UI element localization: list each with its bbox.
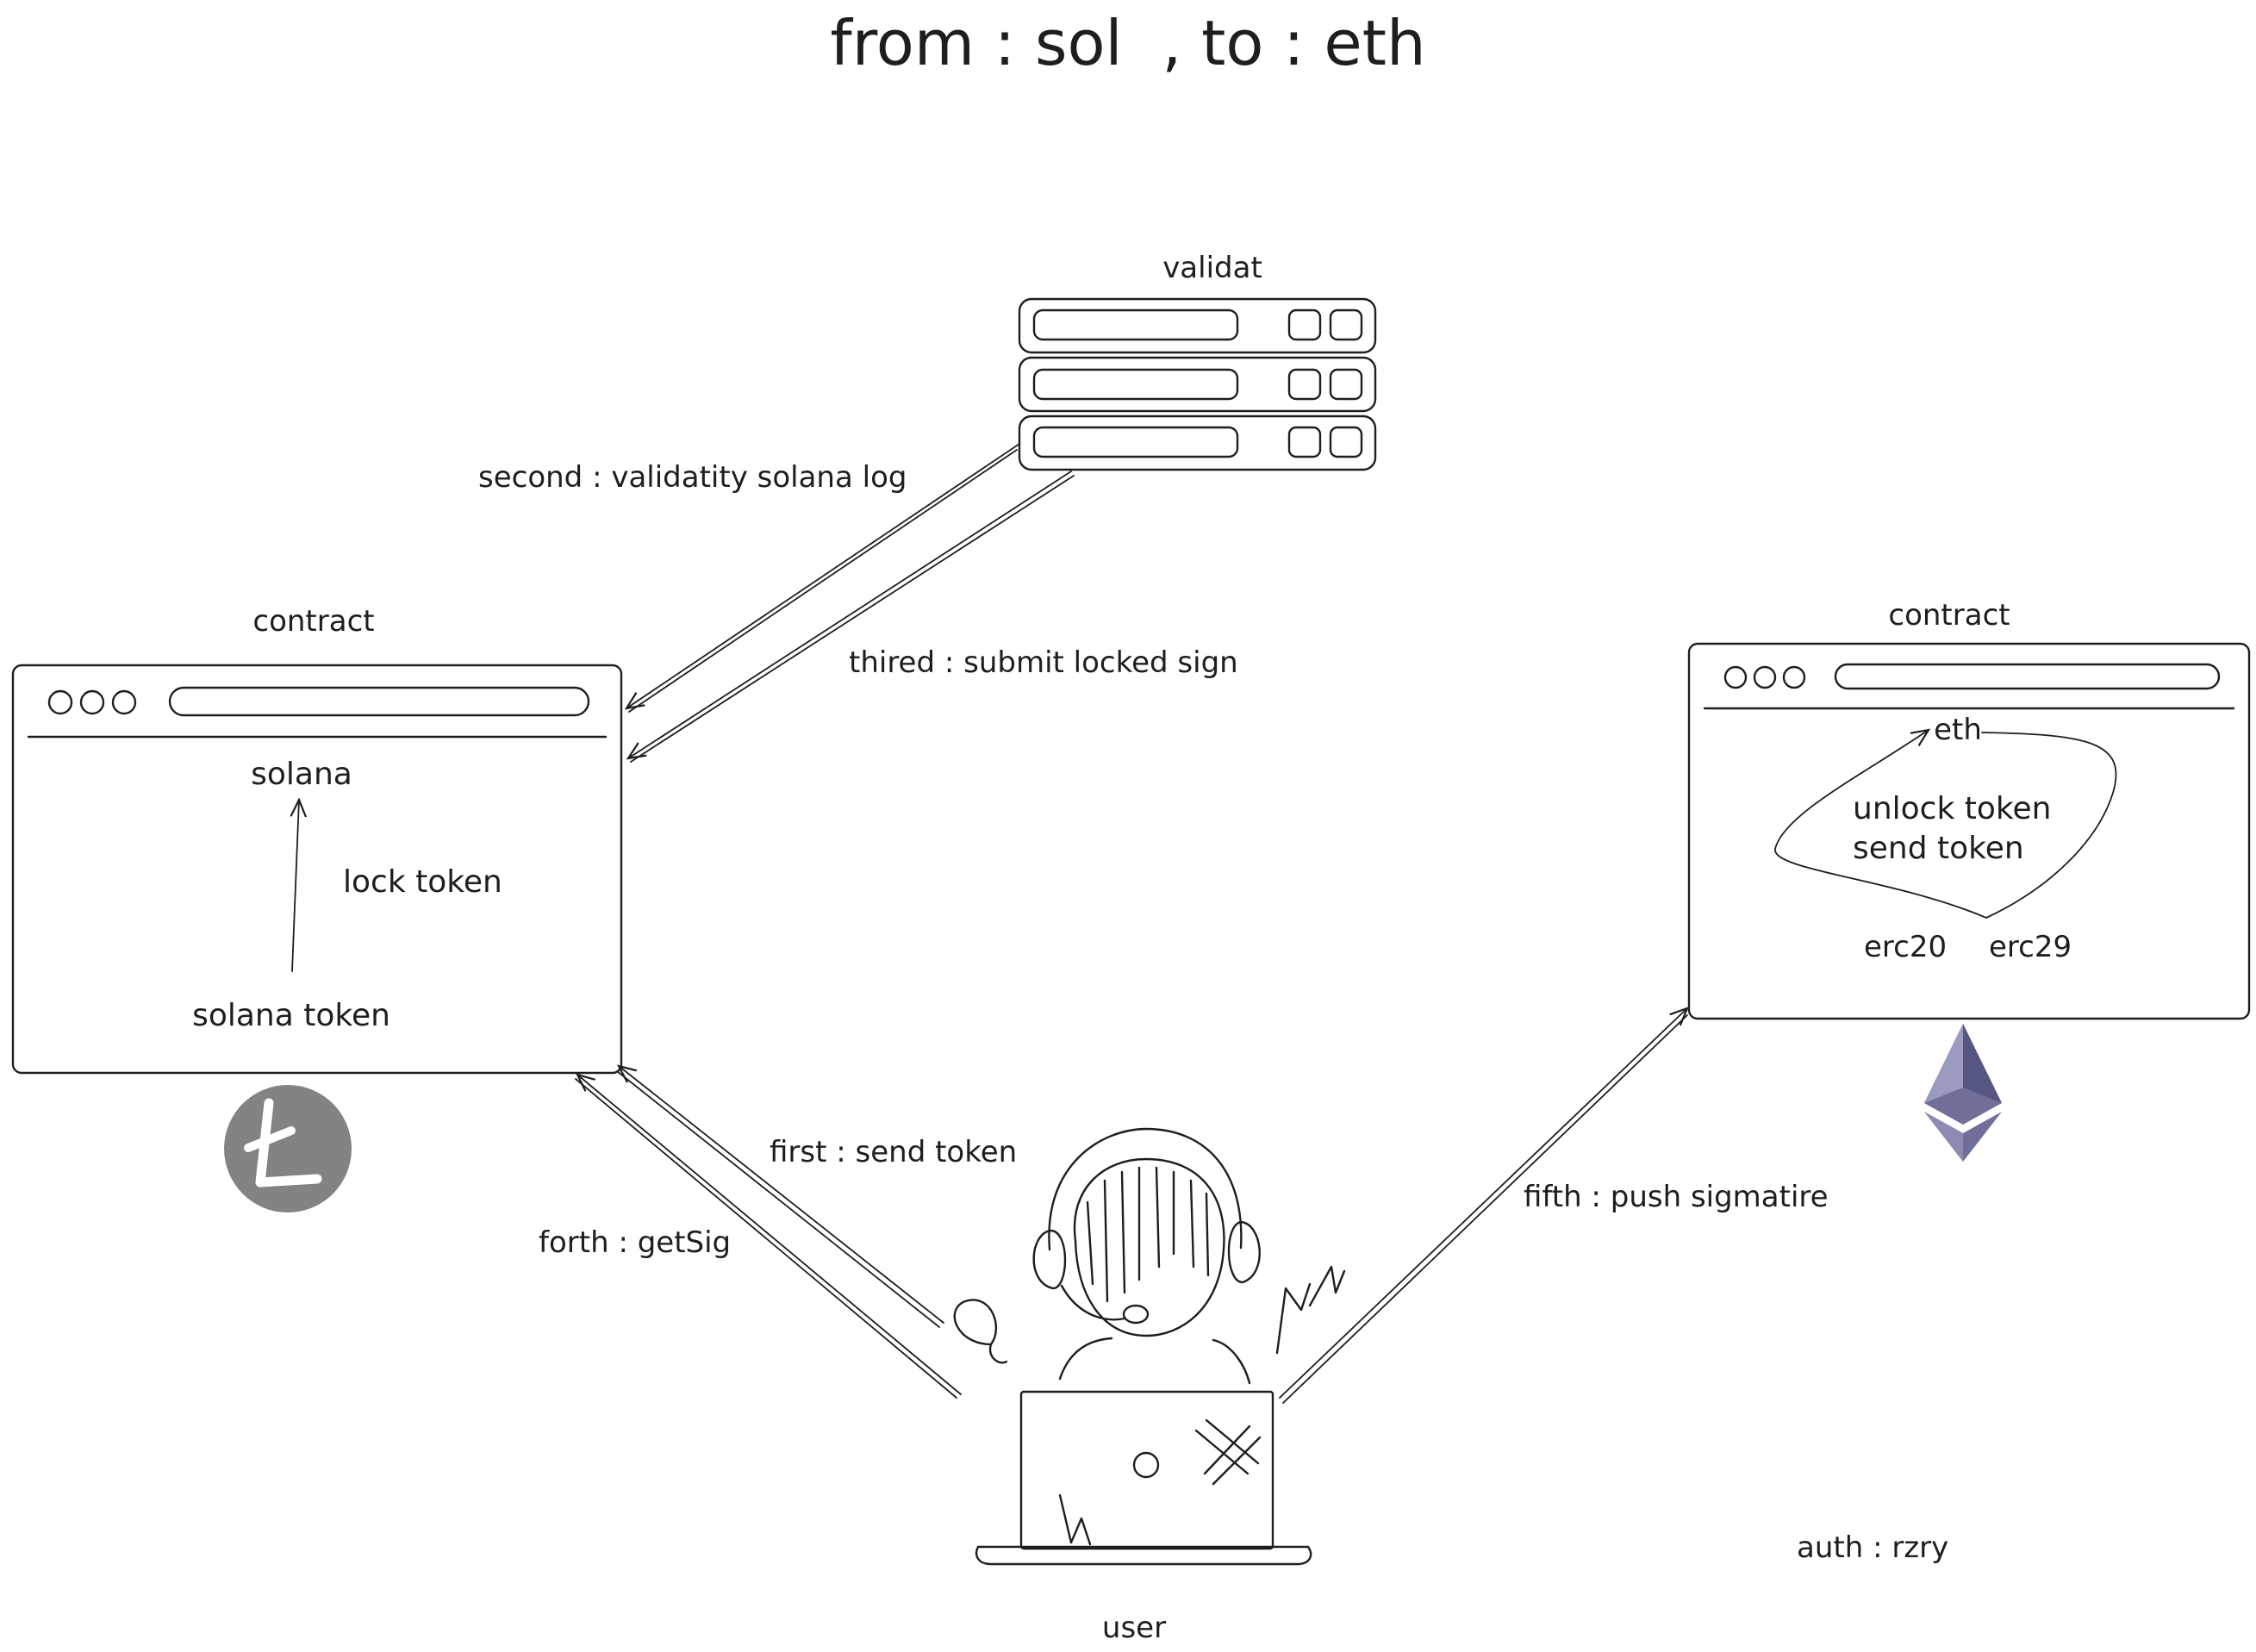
third-step-arrow-shadow	[630, 475, 1075, 763]
right-contract-window	[1687, 642, 2251, 1020]
fifth-step-arrow-shadow	[1282, 1014, 1688, 1404]
left-token-label: solana token	[192, 998, 390, 1033]
author-label: auth : rzry	[1797, 1530, 1948, 1565]
first-step-arrow-shadow	[616, 1070, 940, 1328]
user-label: user	[1102, 1611, 1166, 1645]
erc29-label: erc29	[1989, 930, 2072, 964]
third-step-label: thired : submit locked sign	[849, 645, 1238, 680]
diagram-title: from : sol , to : eth	[830, 7, 1425, 79]
fourth-step-arrow	[577, 1075, 962, 1395]
erc20-label: erc20	[1864, 930, 1947, 964]
second-step-arrow	[626, 443, 1020, 708]
fifth-step-label: fifth : push sigmatire	[1524, 1180, 1829, 1214]
validator-server-icon	[1018, 297, 1377, 471]
first-step-arrow	[619, 1066, 944, 1324]
left-contract-label: contract	[252, 604, 374, 639]
fourth-step-label: forth : getSig	[539, 1225, 731, 1260]
right-contract-label: contract	[1888, 598, 2010, 633]
litecoin-style-icon	[224, 1085, 352, 1213]
send-token-label: send token	[1853, 831, 2024, 866]
validator-label: validat	[1162, 251, 1262, 285]
ethereum-icon	[1924, 1024, 2002, 1162]
unlock-token-label: unlock token	[1853, 791, 2051, 826]
first-step-label: first : send token	[770, 1135, 1017, 1169]
left-contract-window	[11, 664, 623, 1075]
eth-cycle-loop	[1774, 730, 2117, 919]
fifth-step-arrow	[1279, 1008, 1687, 1399]
lock-token-label: lock token	[343, 864, 502, 900]
second-step-label: second : validatity solana log	[478, 460, 907, 495]
fourth-step-arrow-shadow	[575, 1078, 957, 1399]
second-step-arrow-shadow	[628, 449, 1018, 713]
third-step-arrow	[628, 471, 1072, 758]
user-at-laptop-illustration	[953, 1127, 1346, 1566]
left-chain-name: solana	[251, 757, 352, 792]
right-chain-name: eth	[1934, 713, 1982, 747]
lock-token-arrow	[292, 800, 299, 972]
